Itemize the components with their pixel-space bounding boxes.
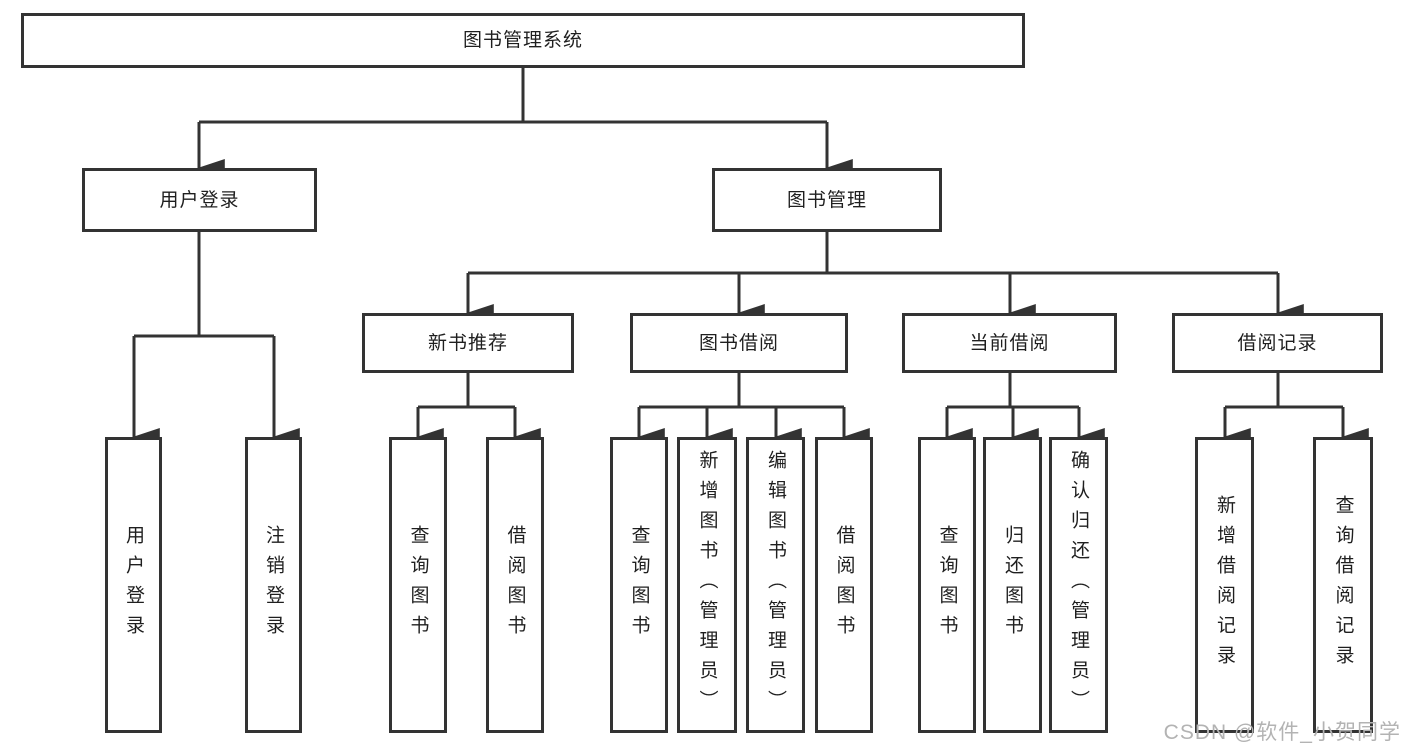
- leaf-return-books: 归还图书: [983, 437, 1042, 733]
- node-user-login: 用户登录: [82, 168, 317, 232]
- leaf-borrow-books: 借阅图书: [815, 437, 873, 733]
- node-book-management: 图书管理: [712, 168, 942, 232]
- leaf-borrow-books-recommend: 借阅图书: [486, 437, 544, 733]
- leaf-query-books-current: 查询图书: [918, 437, 976, 733]
- leaf-edit-books-admin: 编辑图书（管理员）: [746, 437, 805, 733]
- leaf-add-books-admin: 新增图书（管理员）: [677, 437, 737, 733]
- connector-arrows: [132, 122, 1369, 446]
- node-borrow-records: 借阅记录: [1172, 313, 1383, 373]
- leaf-query-books-recommend: 查询图书: [389, 437, 447, 733]
- node-current-borrow: 当前借阅: [902, 313, 1117, 373]
- node-library-management-system: 图书管理系统: [21, 13, 1025, 68]
- node-book-borrow: 图书借阅: [630, 313, 848, 373]
- csdn-watermark: CSDN @软件_小贺同学: [1163, 721, 1401, 744]
- leaf-user-login: 用户登录: [105, 437, 162, 733]
- connector-elbows: [134, 68, 1343, 409]
- leaf-logout: 注销登录: [245, 437, 302, 733]
- node-new-book-recommend: 新书推荐: [362, 313, 574, 373]
- leaf-query-books-borrow: 查询图书: [610, 437, 668, 733]
- leaf-query-borrow-record: 查询借阅记录: [1313, 437, 1373, 733]
- leaf-add-borrow-record: 新增借阅记录: [1195, 437, 1254, 733]
- leaf-confirm-return-admin: 确认归还（管理员）: [1049, 437, 1108, 733]
